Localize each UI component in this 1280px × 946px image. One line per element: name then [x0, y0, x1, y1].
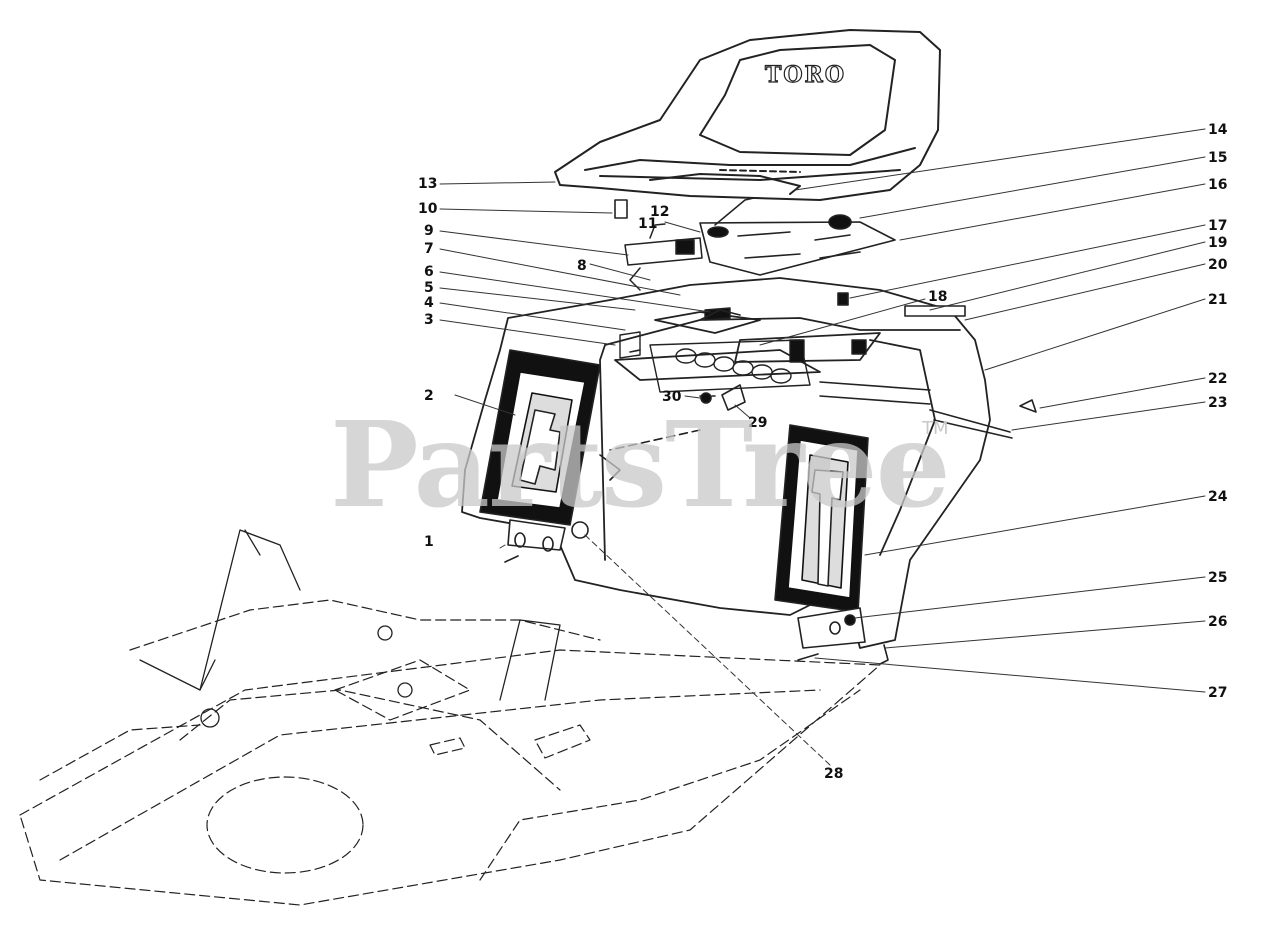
callout-26: 26	[1208, 614, 1227, 630]
callout-18: 18	[928, 289, 947, 305]
callout-3: 3	[424, 312, 434, 328]
callout-27: 27	[1208, 685, 1227, 701]
callout-1: 1	[424, 534, 434, 550]
callout-10: 10	[418, 201, 438, 217]
leader-lines	[439, 128, 1206, 766]
callout-13: 13	[418, 176, 437, 192]
callout-7: 7	[424, 241, 434, 257]
tractor-frame	[19, 599, 881, 906]
trademark-symbol: TM	[922, 418, 949, 439]
callout-12: 12	[650, 204, 669, 220]
seat-brand: TORO	[765, 62, 846, 88]
callout-30: 30	[662, 389, 682, 405]
callout-5: 5	[424, 280, 434, 296]
callout-29: 29	[748, 415, 767, 431]
switch-bracket	[624, 189, 811, 291]
callout-labels: 1 2 3 4 5 6 7 8 9 10 11 12 13 14 15 16 1…	[418, 122, 1228, 782]
right-decal	[774, 424, 869, 613]
hardware	[504, 199, 1037, 665]
callout-11: 11	[638, 216, 657, 232]
battery-area	[619, 307, 867, 393]
callout-9: 9	[424, 223, 434, 239]
callout-8: 8	[577, 258, 587, 274]
callout-25: 25	[1208, 570, 1227, 586]
callout-6: 6	[424, 264, 434, 280]
left-decal	[479, 349, 601, 526]
frame-rails	[139, 529, 561, 728]
callout-19: 19	[1208, 235, 1227, 251]
callout-4: 4	[424, 295, 434, 311]
callout-28: 28	[824, 766, 843, 782]
callout-15: 15	[1208, 150, 1227, 166]
callout-2: 2	[424, 388, 434, 404]
callout-20: 20	[1208, 257, 1228, 273]
toro-seat	[554, 29, 941, 201]
callout-16: 16	[1208, 177, 1227, 193]
callout-23: 23	[1208, 395, 1227, 411]
callout-22: 22	[1208, 371, 1227, 387]
callout-14: 14	[1208, 122, 1228, 138]
callout-17: 17	[1208, 218, 1227, 234]
callout-24: 24	[1208, 489, 1228, 505]
seat-pan	[699, 214, 896, 276]
callout-21: 21	[1208, 292, 1227, 308]
